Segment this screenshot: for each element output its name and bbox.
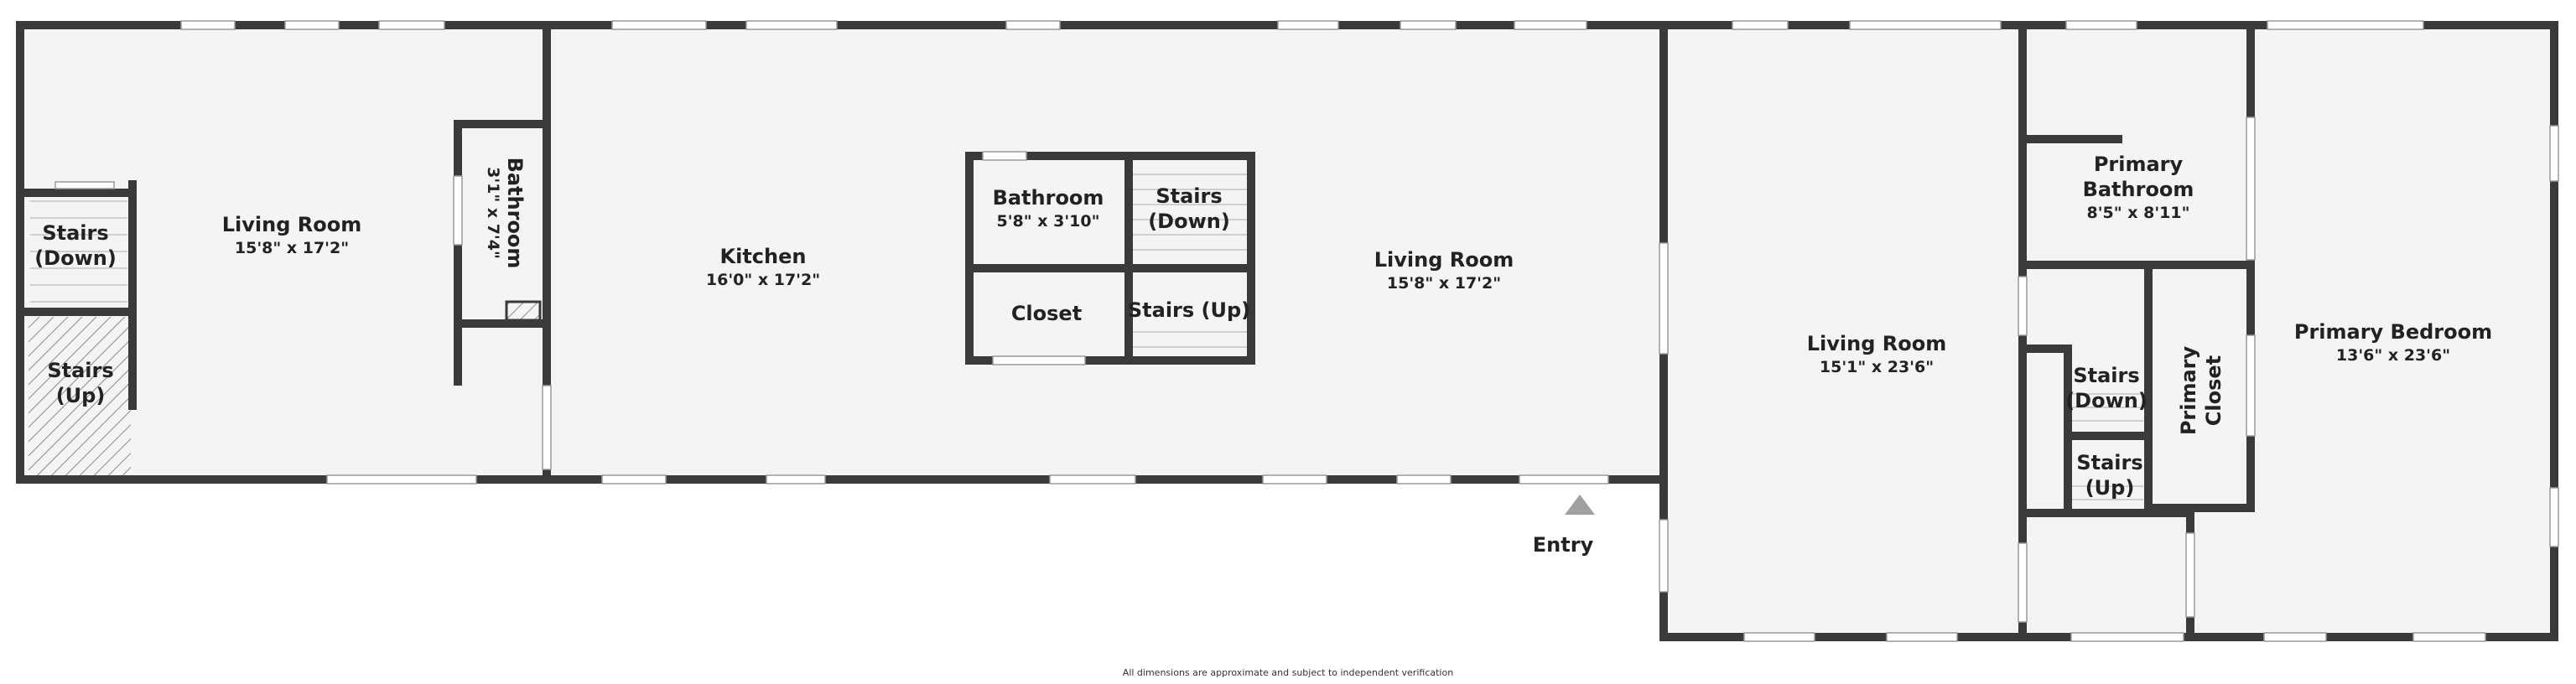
room-name: Living Room [1807, 332, 1946, 355]
vent-marker [505, 300, 542, 322]
room-name: Stairs [2073, 364, 2139, 387]
room-name: Primary [2177, 345, 2200, 435]
floor-areas [20, 25, 2554, 637]
windows [55, 20, 2559, 642]
room-name: Kitchen [720, 245, 807, 268]
stairs-up-left-hatch [29, 317, 131, 476]
room-dims: 8'5" x 8'11" [2086, 204, 2189, 222]
room-name: Stairs (Up) [1128, 298, 1250, 322]
room-name: Closet [1011, 302, 1082, 325]
room-name: Stairs [2076, 451, 2142, 474]
room-dims: 13'6" x 23'6" [2336, 346, 2450, 365]
room-name: (Up) [56, 384, 106, 407]
room-name: Stairs [47, 359, 113, 382]
room-name: Living Room [1374, 248, 1514, 272]
room-dims: 15'1" x 23'6" [1820, 358, 1934, 376]
room-name: Bathroom [2083, 178, 2194, 201]
room-name: (Down) [34, 246, 117, 270]
floor-right-block [1664, 25, 2554, 637]
room-name: (Down) [2065, 389, 2148, 412]
floor-left-block [20, 25, 1664, 479]
room-name: Bathroom [503, 158, 527, 269]
room-name: Primary Bedroom [2294, 320, 2492, 344]
room-dims: 15'8" x 17'2" [1387, 274, 1501, 293]
room-dims: 16'0" x 17'2" [706, 271, 820, 289]
room-dims: 15'8" x 17'2" [235, 239, 349, 257]
room-name: Stairs [1156, 184, 1222, 208]
room-name: Stairs [42, 221, 108, 245]
room-dims: 3'1" x 7'4" [484, 167, 502, 259]
disclaimer: All dimensions are approximate and subje… [1123, 667, 1453, 678]
room-name: (Down) [1148, 210, 1230, 233]
room-labels: Living Room 15'8" x 17'2" Stairs (Down) … [34, 153, 2492, 500]
room-name: Closet [2202, 355, 2225, 426]
room-dims: 5'8" x 3'10" [996, 212, 1099, 231]
room-name: (Up) [2085, 476, 2135, 500]
room-name: Primary [2094, 153, 2184, 176]
room-name: Living Room [222, 213, 361, 236]
entry-arrow-icon [1565, 495, 1595, 515]
room-name: Bathroom [993, 186, 1104, 210]
entry-label: Entry [1533, 533, 1594, 557]
